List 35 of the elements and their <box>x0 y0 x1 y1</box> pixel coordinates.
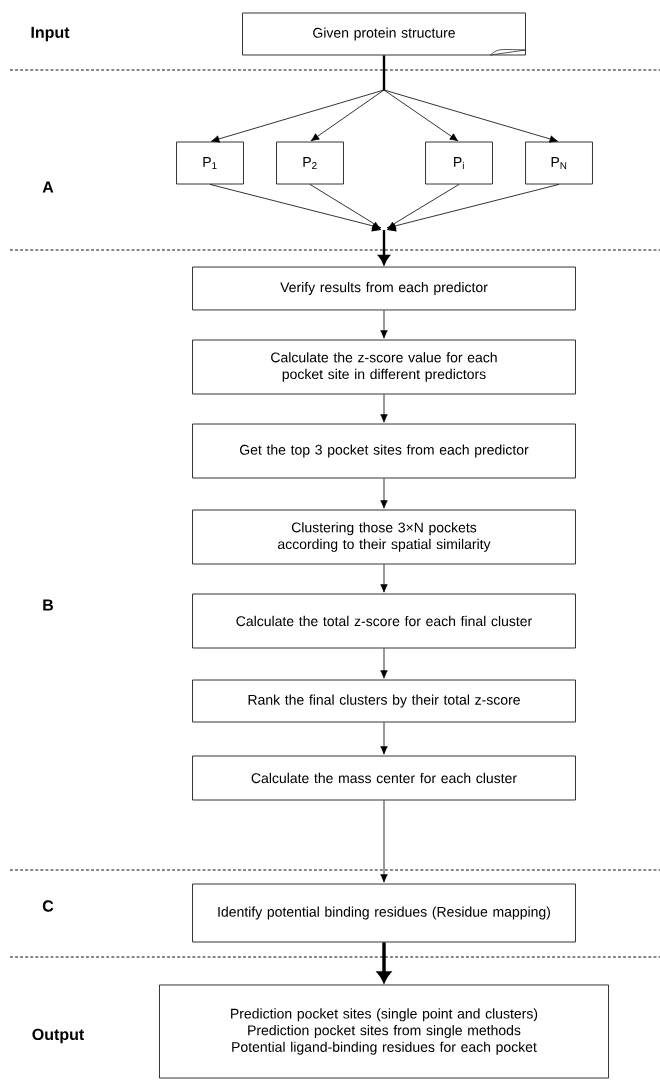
process-box: Clustering those 3×N pockets according to their spatial similarity <box>192 509 576 565</box>
process-box: Calculate the total z-score for each final cluster <box>192 593 576 649</box>
arrow <box>380 800 388 883</box>
arrow <box>377 942 391 983</box>
process-box: Calculate the mass center for each cluster <box>192 755 576 801</box>
predictor-box: P$_{i}$ <box>425 141 493 185</box>
output-box: Prediction pocket sites (single point and clusters) Prediction pocket sites from single methods Potential ligand-binding residues for each pocket <box>159 984 609 1079</box>
process-box: Get the top 3 pocket sites from each predictor <box>192 423 576 479</box>
arrow <box>386 184 560 232</box>
arrow <box>380 394 388 423</box>
section-label: C <box>42 900 54 912</box>
predictor-box: P$_{N}$ <box>525 141 593 185</box>
section-label: Output <box>32 1028 84 1044</box>
process-box: Verify results from each predictor <box>192 266 576 311</box>
arrow <box>380 309 388 339</box>
arrow <box>380 722 388 755</box>
arrow <box>380 564 388 593</box>
section-label: A <box>42 181 54 193</box>
predictor-box: P$_{2}$ <box>276 141 344 185</box>
section-label: Input <box>31 26 70 42</box>
arrow <box>209 184 382 232</box>
section-label: B <box>43 599 54 611</box>
arrow <box>309 184 382 230</box>
arrow <box>310 89 385 142</box>
arrow <box>383 89 459 142</box>
document-box: Given protein structure <box>242 12 526 56</box>
arrow <box>211 89 385 143</box>
process-box: Calculate the z-score value for each pocket site in different predictors <box>192 339 576 395</box>
predictor-box: P$_{1}$ <box>176 141 244 185</box>
arrow <box>380 648 388 679</box>
process-box: Identify potential binding residues (Residue mapping) <box>192 883 576 943</box>
arrow-trunk <box>378 230 390 265</box>
process-box: Rank the final clusters by their total z-score <box>192 679 576 723</box>
arrow <box>383 89 558 143</box>
arrow <box>380 478 388 509</box>
